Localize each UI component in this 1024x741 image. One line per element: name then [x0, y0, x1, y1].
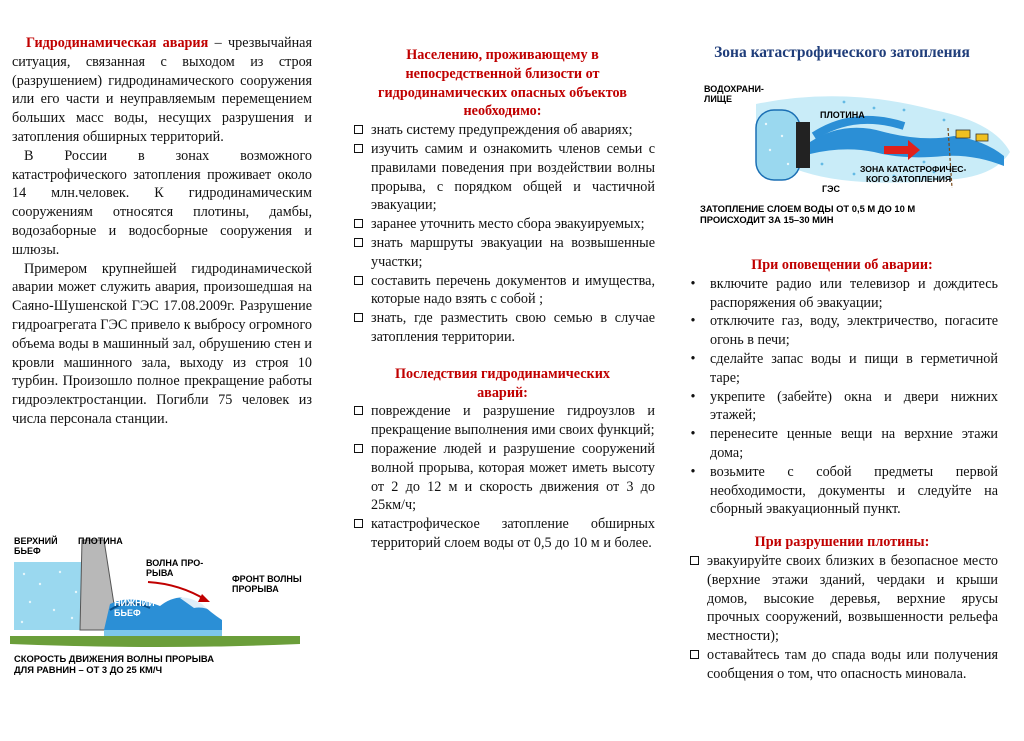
flood-zone-title: Зона катастрофического затопления	[714, 44, 970, 61]
column-middle: Населению, проживающему в непосредственн…	[350, 46, 655, 553]
term-definition: чрезвычайная ситуация, связанная с выход…	[12, 35, 313, 145]
checkbox-icon	[354, 313, 363, 323]
population-paragraph: В России в зонах возможного катастрофиче…	[12, 147, 312, 258]
example-paragraph: Примером крупнейшей гидродинамической ав…	[12, 260, 313, 427]
list-item: •включите радио или телевизор и дождитес…	[686, 275, 998, 313]
consequences-list: повреждение и разрушение гидроузлов и пр…	[350, 402, 655, 552]
dam-label: ПЛОТИНА	[78, 536, 123, 546]
column-right-instructions: При оповещении об аварии: •включите ради…	[686, 256, 998, 684]
list-item: •перенесите ценные вещи на верхние этажи…	[686, 425, 998, 463]
consequences-heading: Последствия гидродинамических аварий:	[394, 365, 611, 401]
zone-label-2: КОГО ЗАТОПЛЕНИЯ	[866, 174, 951, 184]
column-right: Зона катастрофического затопления	[686, 44, 998, 62]
list-item: •отключите газ, воду, электричество, пог…	[686, 312, 998, 350]
bullet-icon: •	[690, 463, 696, 480]
list-item: знать систему предупреждения об авариях;	[350, 121, 655, 140]
wave-speed-caption-2: ДЛЯ РАВНИН – ОТ 3 ДО 25 КМ/Ч	[14, 664, 162, 675]
flood-caption-2: ПРОИСХОДИТ ЗА 15–30 МИН	[700, 214, 834, 225]
bullet-icon: •	[690, 426, 696, 443]
checkbox-icon	[354, 443, 363, 453]
bullet-icon: •	[690, 388, 696, 405]
dam-label: ПЛОТИНА	[820, 110, 865, 120]
hpp-label: ГЭС	[822, 184, 841, 194]
bullet-icon: •	[690, 275, 696, 292]
upper-pool-label-1: ВЕРХНИЙ	[14, 535, 58, 546]
checkbox-icon	[354, 143, 363, 153]
checkbox-icon	[354, 406, 363, 416]
population-heading: Населению, проживающему в непосредственн…	[378, 47, 627, 120]
checkbox-icon	[690, 555, 699, 565]
term-heading: Гидродинамическая авария	[26, 35, 209, 51]
list-item: знать маршруты эвакуации на возвышенные …	[350, 234, 655, 272]
dam-failure-heading: При разрушении плотины:	[754, 534, 930, 551]
alert-heading: При оповещении об аварии:	[751, 257, 933, 273]
term-dash: –	[214, 35, 222, 51]
lower-pool-label-1: НИЖНИЙ	[114, 597, 155, 608]
list-item: эвакуируйте своих близких в безопасное м…	[686, 552, 998, 646]
upper-pool-label-2: БЬЕФ	[14, 546, 41, 556]
list-item: повреждение и разрушение гидроузлов и пр…	[350, 402, 655, 440]
bullet-icon: •	[690, 350, 696, 367]
preparation-list: знать систему предупреждения об авариях;…	[350, 121, 655, 347]
list-item: составить перечень документов и имуществ…	[350, 272, 655, 310]
bullet-icon: •	[690, 313, 696, 330]
wave-label-1: ВОЛНА ПРО-	[146, 558, 203, 568]
list-item: заранее уточнить место сбора эвакуируемы…	[350, 215, 655, 234]
list-item: катастрофическое затопление обширных тер…	[350, 515, 655, 553]
front-label-1: ФРОНТ ВОЛНЫ	[232, 574, 302, 584]
list-item: знать, где разместить свою семью в случа…	[350, 309, 655, 347]
definition-paragraph: Гидродинамическая авария – чрезвычайная …	[12, 34, 312, 147]
reservoir-label-2: ЛИЩЕ	[704, 94, 732, 104]
flood-zone-diagram: ВОДОХРАНИ- ЛИЩЕ ПЛОТИНА ГЭС ЗОНА КАТАСТР…	[694, 80, 1014, 238]
list-item: •укрепите (забейте) окна и двери нижних …	[686, 388, 998, 426]
checkbox-icon	[354, 219, 363, 229]
dam-break-diagram: ВЕРХНИЙ БЬЕФ ПЛОТИНА ВОЛНА ПРО- РЫВА ФРО…	[10, 532, 310, 682]
reservoir-label-1: ВОДОХРАНИ-	[704, 84, 764, 94]
zone-label-1: ЗОНА КАТАСТРОФИЧЕС-	[860, 164, 967, 174]
list-item: оставайтесь там до спада воды или получе…	[686, 646, 998, 684]
wave-label-2: РЫВА	[146, 568, 174, 578]
wave-speed-caption-1: СКОРОСТЬ ДВИЖЕНИЯ ВОЛНЫ ПРОРЫВА	[14, 653, 214, 664]
list-item: изучить самим и ознакомить членов семьи …	[350, 140, 655, 215]
list-item: поражение людей и разрушение сооружений …	[350, 440, 655, 515]
dam-failure-list: эвакуируйте своих близких в безопасное м…	[686, 552, 998, 684]
list-item: •возьмите с собой предметы первой необхо…	[686, 463, 998, 519]
list-item: •сделайте запас воды и пищи в герметично…	[686, 350, 998, 388]
column-left: Гидродинамическая авария – чрезвычайная …	[12, 34, 312, 429]
checkbox-icon	[354, 519, 363, 529]
alert-list: •включите радио или телевизор и дождитес…	[686, 275, 998, 519]
checkbox-icon	[354, 237, 363, 247]
lower-pool-label-2: БЬЕФ	[114, 608, 141, 618]
flood-caption-1: ЗАТОПЛЕНИЕ СЛОЕМ ВОДЫ ОТ 0,5 М ДО 10 М	[700, 203, 915, 214]
front-label-2: ПРОРЫВА	[232, 584, 279, 594]
checkbox-icon	[690, 649, 699, 659]
checkbox-icon	[354, 125, 363, 135]
checkbox-icon	[354, 275, 363, 285]
